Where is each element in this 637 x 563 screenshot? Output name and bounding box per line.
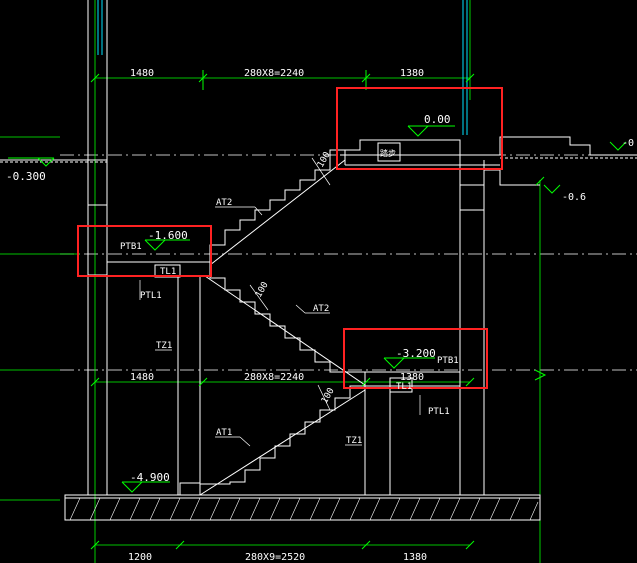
label-tz1-left: TZ1 xyxy=(156,341,172,351)
dim-top-left: 1480 xyxy=(130,68,154,79)
elevation-0: 0.00 xyxy=(424,113,451,126)
dim-mid-right: 1380 xyxy=(400,372,424,383)
elevation-3200: -3.200 xyxy=(396,347,436,360)
label-ptb1-right: PTB1 xyxy=(437,356,459,366)
dim-top-right: 1380 xyxy=(400,68,424,79)
dim-top-mid: 280X8=2240 xyxy=(244,68,304,79)
foundation-hatch xyxy=(69,497,539,521)
label-ptl1-left: PTL1 xyxy=(140,291,162,301)
label-top-landing-tag: 踏步 xyxy=(380,148,396,158)
flight-at1 xyxy=(179,385,366,496)
flight-at2-upper xyxy=(209,149,346,266)
label-at2-upper: AT2 xyxy=(216,198,232,208)
lower-landing xyxy=(364,371,461,495)
walls xyxy=(87,0,485,495)
dim-mid-mid: 280X8=2240 xyxy=(244,372,304,383)
dim-bottom-left: 1200 xyxy=(128,552,152,563)
elevation-left-ground: -0.300 xyxy=(6,170,46,183)
highlight-boxes xyxy=(77,87,503,389)
dim-bottom-mid: 280X9=2520 xyxy=(245,552,305,563)
label-tz1-right: TZ1 xyxy=(346,436,362,446)
dimension-ticks xyxy=(90,70,547,550)
dim-mid-left: 1480 xyxy=(130,372,154,383)
highlight-box-middle xyxy=(77,225,212,277)
label-ptl1-right: PTL1 xyxy=(428,407,450,417)
label-at2-lower: AT2 xyxy=(313,304,329,314)
flight-at2-lower xyxy=(204,262,366,386)
elevation-1600: -1.600 xyxy=(148,229,188,242)
elevation-4900: -4.900 xyxy=(130,471,170,484)
elevation-right-06: -0.6 xyxy=(562,192,586,203)
window-mullions xyxy=(97,0,468,135)
highlight-box-lower xyxy=(343,328,488,389)
dim-bottom-right: 1380 xyxy=(403,552,427,563)
label-at1: AT1 xyxy=(216,428,232,438)
highlight-box-top xyxy=(336,87,503,170)
top-landing xyxy=(344,139,500,166)
elevation-markers xyxy=(8,125,627,493)
label-tl1-right: TL1 xyxy=(396,382,412,392)
ground xyxy=(0,136,637,521)
elevation-right-edge: -0 xyxy=(622,138,634,149)
label-tl1-left: TL1 xyxy=(160,267,176,277)
label-ptb1-left: PTB1 xyxy=(120,242,142,252)
leader-lines xyxy=(139,157,421,447)
